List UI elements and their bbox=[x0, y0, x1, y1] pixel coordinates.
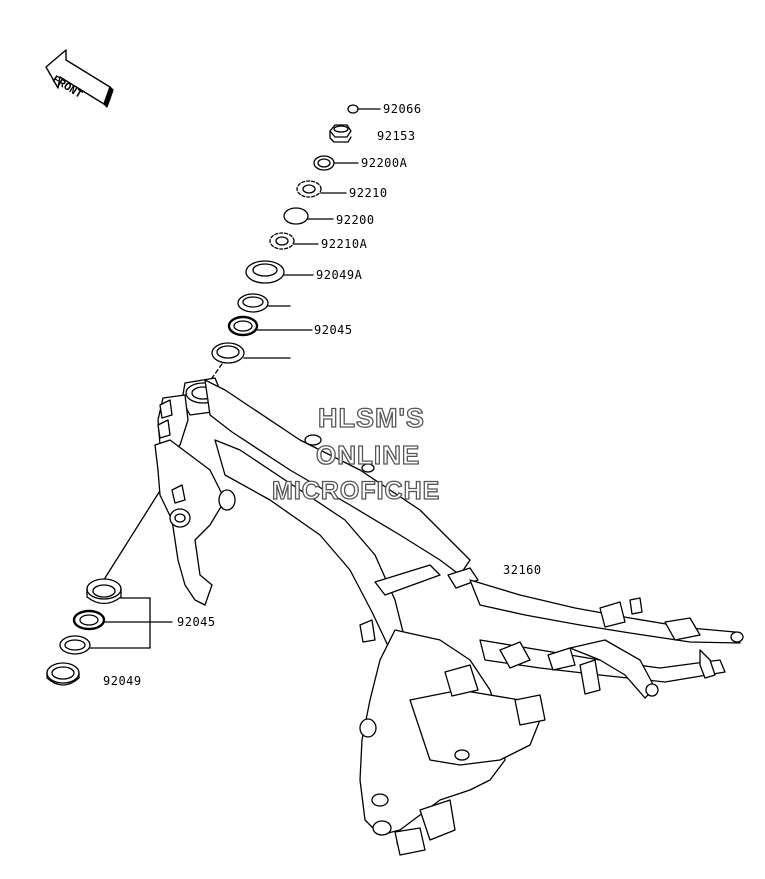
race-bottom-icon bbox=[86, 477, 169, 605]
part-label-92210A: 92210A bbox=[321, 237, 368, 251]
race-upper-icon bbox=[237, 293, 291, 313]
part-label-92049: 92049 bbox=[103, 674, 142, 688]
bearing-upper-icon bbox=[227, 315, 313, 337]
part-label-92049A: 92049A bbox=[316, 268, 363, 282]
part-label-92066: 92066 bbox=[383, 102, 422, 116]
part-92049A-icon bbox=[245, 260, 314, 284]
bearing-bottom-icon bbox=[72, 609, 106, 631]
part-label-92200: 92200 bbox=[336, 213, 375, 227]
part-92200-icon bbox=[283, 207, 334, 225]
watermark-line2: ONLINE bbox=[315, 439, 421, 470]
watermark-line1: HLSM'S bbox=[317, 402, 425, 433]
bracket-lines bbox=[89, 597, 173, 649]
part-92153-icon bbox=[329, 124, 352, 143]
watermark-line3: MICROFICHE bbox=[271, 476, 441, 505]
part-label-92210: 92210 bbox=[349, 186, 388, 200]
part-label-92200A: 92200A bbox=[361, 156, 408, 170]
part-label-92045-lower: 92045 bbox=[177, 615, 216, 629]
race-bottom2-icon bbox=[59, 635, 91, 655]
part-92049-icon bbox=[46, 662, 80, 686]
part-92210A-icon bbox=[269, 232, 319, 250]
frame-body-icon bbox=[154, 377, 744, 856]
part-label-32160: 32160 bbox=[503, 563, 542, 577]
part-92210-icon bbox=[296, 180, 347, 198]
part-92066-icon bbox=[347, 104, 381, 114]
part-label-92045-upper: 92045 bbox=[314, 323, 353, 337]
race-lower-icon bbox=[211, 342, 291, 379]
part-label-92153: 92153 bbox=[377, 129, 416, 143]
front-arrow-icon bbox=[45, 49, 114, 108]
part-92200A-icon bbox=[313, 155, 359, 171]
